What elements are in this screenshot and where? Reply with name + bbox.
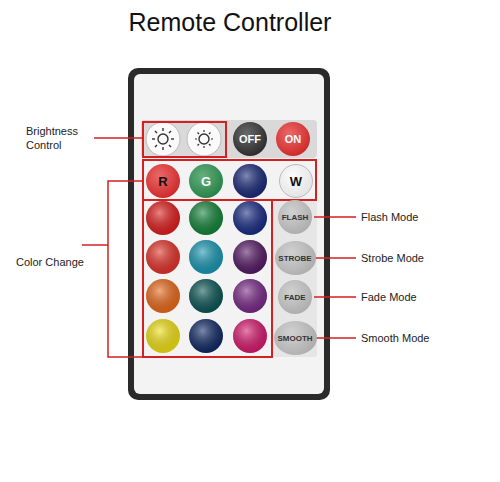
button-label: STROBE: [278, 254, 311, 263]
button-label: OFF: [239, 133, 261, 145]
white-button: W: [279, 164, 313, 198]
callout-label: Smooth Mode: [361, 331, 481, 345]
blue-button: [233, 164, 267, 198]
button-label: FLASH: [282, 213, 309, 222]
on-button: ON: [276, 122, 310, 156]
button-label: R: [158, 174, 167, 189]
remote-housing: [128, 68, 330, 400]
button-label: FADE: [284, 293, 305, 302]
color-buttons: [146, 201, 267, 353]
button-strip: [141, 120, 317, 158]
button-label: G: [201, 174, 211, 189]
off-button: OFF: [233, 122, 267, 156]
green-button: G: [189, 164, 223, 198]
callout-label: Strobe Mode: [361, 251, 481, 265]
highlight-boxes: [143, 122, 316, 357]
smooth-button: SMOOTH: [274, 321, 317, 355]
mode-strip: [272, 200, 317, 357]
brightness-up-button: [146, 122, 180, 156]
button-label: SMOOTH: [277, 334, 312, 343]
button-shine: [233, 164, 267, 198]
strobe-button: STROBE: [275, 241, 316, 275]
fade-button: FADE: [278, 280, 312, 314]
callout-label: Flash Mode: [361, 210, 481, 224]
remote-face: [134, 74, 324, 394]
leader-lines: [82, 138, 356, 357]
callout-label: Brightness Control: [26, 124, 94, 152]
button-label: W: [290, 174, 302, 189]
brightness-down-button: [187, 122, 221, 156]
button-label: ON: [285, 133, 302, 145]
red-button: R: [146, 164, 180, 198]
callout-label: Fade Mode: [361, 290, 481, 304]
callout-label: Color Change: [16, 255, 106, 269]
diagram-title: Remote Controller: [0, 8, 460, 37]
flash-button: FLASH: [278, 200, 312, 234]
